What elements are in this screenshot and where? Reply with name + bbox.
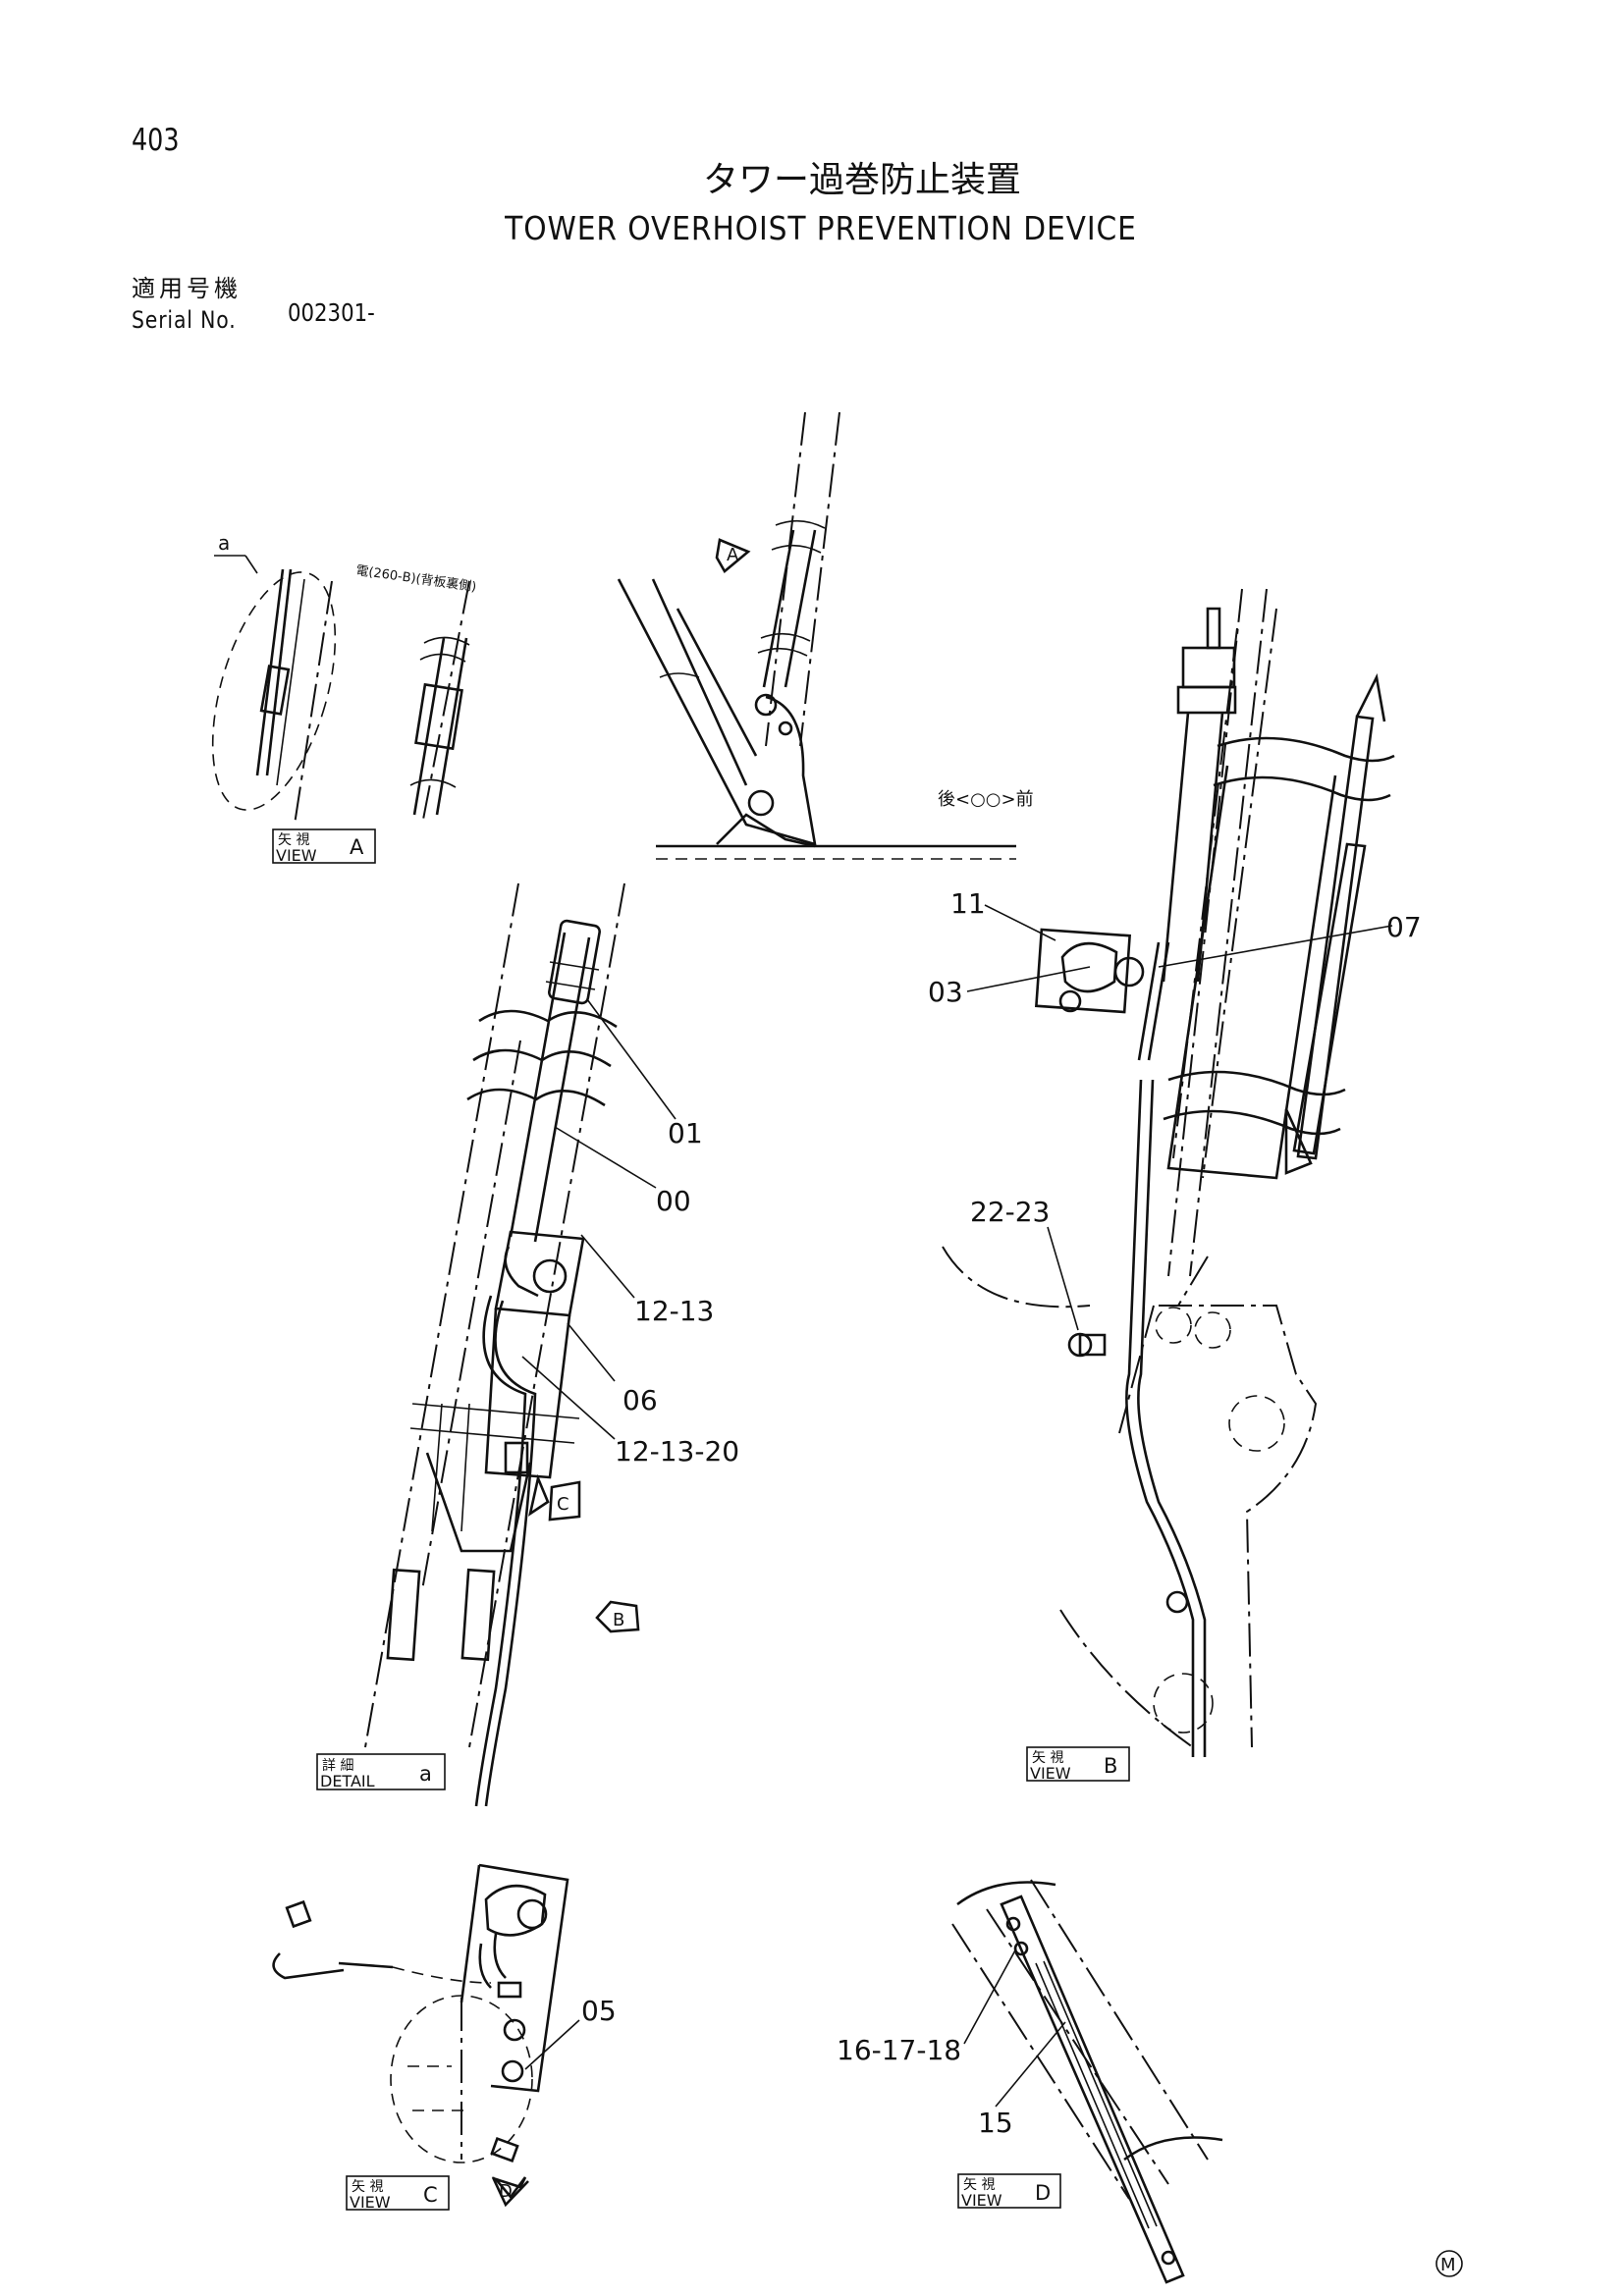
view-d-label-letter: D [1035,2181,1051,2205]
direction-indicator: 後<○○>前 [938,789,1034,810]
view-d-arrow-marker: D [499,2181,513,2202]
view-b-label: 矢 視 VIEW B [1026,1746,1130,1783]
view-a-label-en: VIEW [276,846,317,865]
view-a-note: 電(260-B)(背板裏側) [354,563,477,595]
view-c-label-jp: 矢 視 [352,2179,383,2195]
serial-label-japanese: 適用号機 [132,275,242,302]
page-number: 403 [132,123,180,158]
view-b-label-en: VIEW [1030,1764,1071,1783]
view-d-label-jp: 矢 視 [963,2177,995,2193]
view-d-label: 矢 視 VIEW D [957,2173,1061,2210]
view-c-label-letter: C [423,2183,438,2207]
view-c-arrow-marker: C [557,1494,569,1515]
view-c-label-en: VIEW [350,2193,391,2212]
tower-base-drawing: 後<○○>前 A [617,411,1034,860]
view-a-label-letter: A [350,835,364,859]
detail-a-label-en: DETAIL [320,1772,375,1790]
view-d-label-en: VIEW [961,2191,1002,2210]
view-a-label-jp: 矢 視 [278,832,309,848]
detail-a-label: 詳 細 DETAIL a [316,1753,446,1790]
circled-m-letter: M [1440,2255,1456,2275]
page-title-japanese: タワー過巻防止装置 [702,160,1021,200]
callout-00: 00 [656,1185,691,1217]
view-c-label: 矢 視 VIEW C [346,2175,450,2212]
view-c-drawing: D [272,1863,580,2208]
view-b-label-letter: B [1104,1754,1117,1778]
callout-01: 01 [668,1117,703,1149]
serial-label-english: Serial No. [132,306,237,334]
view-b-arrow-marker: B [613,1610,624,1630]
callout-15: 15 [978,2107,1013,2139]
detail-a-reference-marker: a [218,531,230,555]
view-a-arrow-marker: A [727,545,739,565]
circled-m-mark: M [1435,2250,1463,2277]
detail-a-label-jp: 詳 細 [322,1758,353,1774]
callout-12-13: 12-13 [634,1295,714,1327]
serial-number-value: 002301- [288,298,375,327]
callout-11: 11 [950,887,986,920]
callout-22-23: 22-23 [970,1196,1050,1228]
callout-07: 07 [1386,911,1422,943]
callout-12-13-20: 12-13-20 [615,1435,739,1468]
view-b-label-jp: 矢 視 [1032,1750,1063,1766]
callout-05: 05 [581,1995,617,2027]
view-a-drawing: 電(260-B)(背板裏側) a [211,531,477,826]
view-a-label: 矢 視 VIEW A [272,828,376,865]
detail-a-label-letter: a [419,1762,432,1786]
view-b-drawing [942,588,1395,1757]
callout-16-17-18: 16-17-18 [837,2034,961,2066]
detail-a-drawing: C B [364,882,677,1807]
page-title-english: TOWER OVERHOIST PREVENTION DEVICE [505,209,1137,247]
callout-06: 06 [623,1384,658,1416]
view-d-drawing [951,1879,1223,2284]
callout-03: 03 [928,976,963,1008]
